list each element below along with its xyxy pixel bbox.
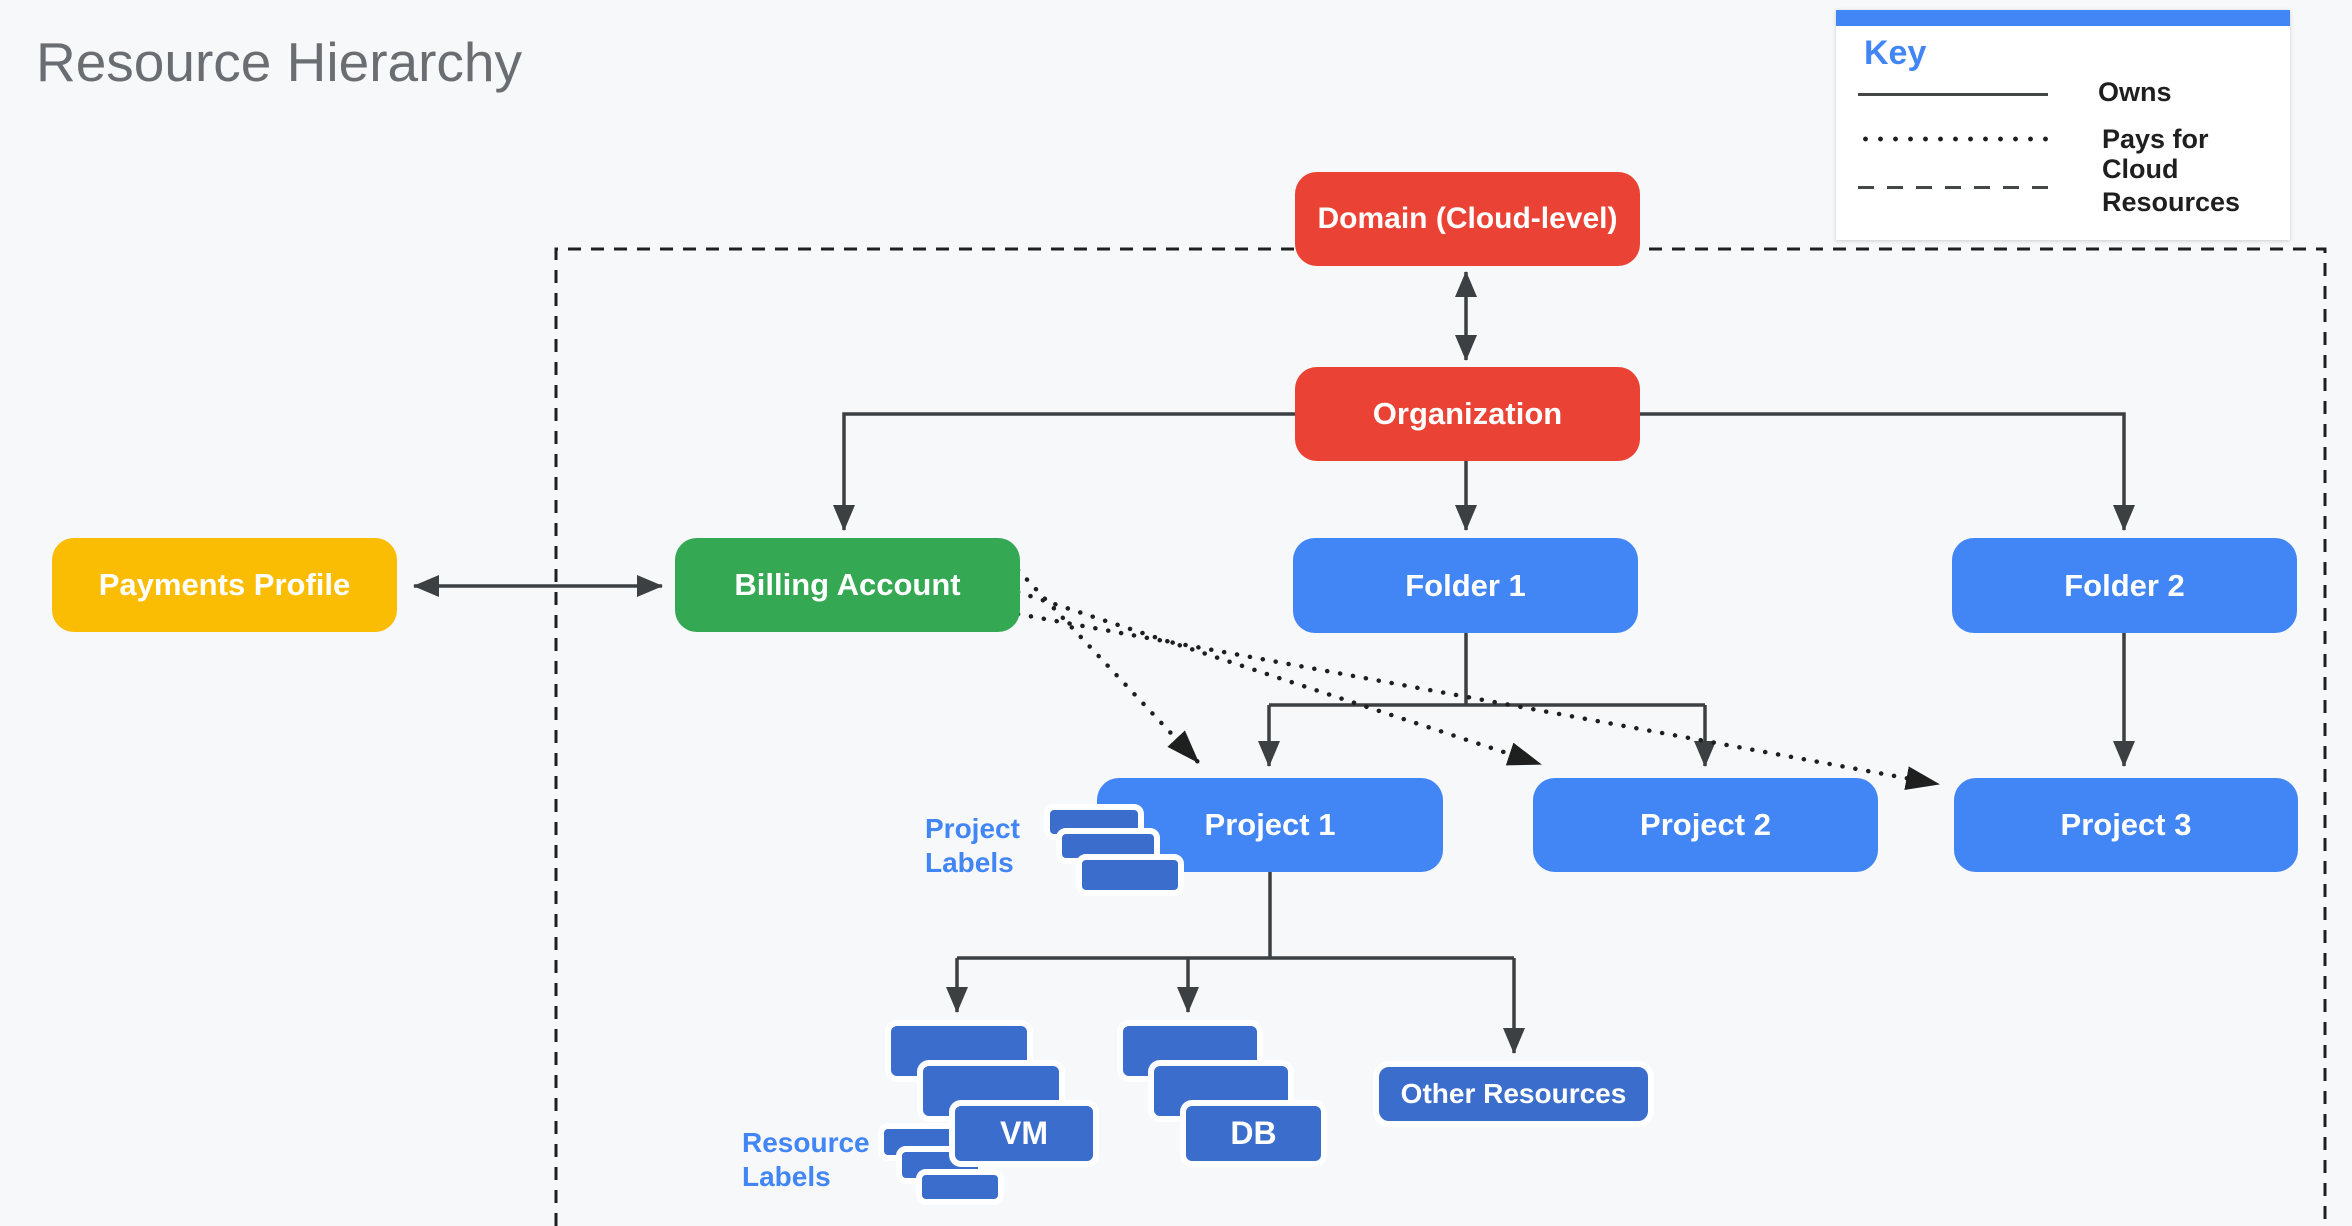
resource-label-card — [916, 1169, 1004, 1205]
key-title: Key — [1864, 34, 1927, 72]
key-panel: Key Owns Pays for Cloud Resources — [1836, 10, 2290, 240]
project-labels-caption: Project Labels — [925, 813, 1020, 878]
node-payments-profile: Payments Profile — [52, 538, 397, 632]
owns-organization-folder2-arrow — [1638, 412, 2135, 531]
node-other-resources: Other Resources — [1373, 1061, 1654, 1127]
legend-dotted-line-sample — [1858, 136, 2048, 142]
folder1-split-connector — [1269, 633, 1705, 707]
project-label-card — [1076, 854, 1184, 896]
node-domain: Domain (Cloud-level) — [1295, 172, 1640, 266]
project1-split-connector — [957, 872, 1514, 960]
legend-dashed-line-sample — [1858, 186, 2048, 189]
node-organization: Organization — [1295, 367, 1640, 461]
cloud-boundary-dashed-border — [554, 247, 2327, 1226]
paysfor-billing-project2-arrow — [1015, 589, 1543, 767]
paysfor-billing-project3-arrow — [1015, 611, 1941, 790]
legend-label-cloud-resources: Cloud Resources — [2102, 154, 2241, 217]
node-db: DB — [1180, 1100, 1327, 1167]
page-title: Resource Hierarchy — [36, 31, 523, 93]
node-folder1: Folder 1 — [1293, 538, 1638, 633]
node-project3: Project 3 — [1954, 778, 2298, 872]
key-panel-accent-bar — [1836, 10, 2290, 26]
owns-organization-billing-arrow — [833, 412, 1295, 531]
node-vm: VM — [949, 1100, 1099, 1167]
paysfor-billing-project1-arrow — [1015, 567, 1201, 765]
legend-solid-line-sample — [1858, 93, 2048, 96]
resource-labels-caption: Resource Labels — [742, 1127, 870, 1192]
node-billing-account: Billing Account — [675, 538, 1020, 632]
node-folder2: Folder 2 — [1952, 538, 2297, 633]
node-project2: Project 2 — [1533, 778, 1878, 872]
legend-label-owns: Owns — [2098, 77, 2172, 107]
legend-label-pays-for: Pays for — [2102, 124, 2209, 154]
